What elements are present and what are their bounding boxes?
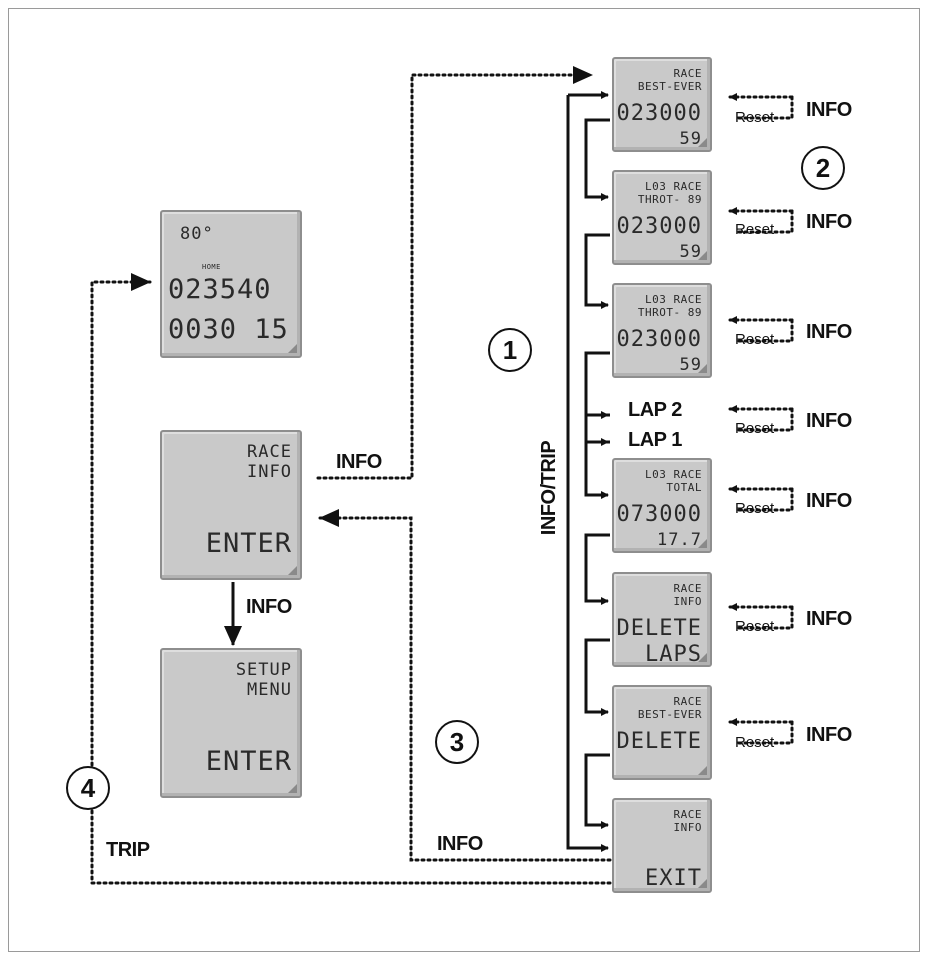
trip-label: TRIP bbox=[106, 839, 150, 861]
temperature-readout: 80° bbox=[180, 224, 214, 244]
setup-line1: SETUP bbox=[235, 660, 292, 680]
diagram-frame bbox=[8, 8, 920, 952]
race-screen-delete-laps: RACE INFO DELETE LAPS bbox=[612, 572, 712, 667]
setup-menu-screen: SETUP MENU ENTER bbox=[160, 648, 302, 798]
info-reset-label-2: INFO bbox=[806, 211, 852, 233]
race-screen-line1: L03 RACE bbox=[645, 468, 702, 481]
step-3-circle: 3 bbox=[435, 720, 479, 764]
race-info-line2: INFO bbox=[247, 462, 292, 482]
reset-label-7: Reset bbox=[735, 734, 775, 751]
race-screen-best-ever: RACE BEST-EVER 023000 59 bbox=[612, 57, 712, 152]
race-info-line1: RACE bbox=[247, 442, 292, 462]
race-info-screen: RACE INFO ENTER bbox=[160, 430, 302, 580]
home-indicator: HOME bbox=[202, 263, 221, 271]
race-screen-value: 023000 bbox=[616, 327, 702, 352]
info-label-setup: INFO bbox=[246, 596, 292, 618]
info-label-top: INFO bbox=[336, 451, 382, 473]
info-reset-label-3: INFO bbox=[806, 321, 852, 343]
race-screen-line1: L03 RACE bbox=[645, 293, 702, 306]
race-screen-value: 023000 bbox=[616, 214, 702, 239]
race-screen-line1: RACE bbox=[673, 695, 702, 708]
lap1-label: LAP 1 bbox=[628, 429, 682, 451]
race-screen-sub: 59 bbox=[679, 242, 702, 262]
race-screen-exit: RACE INFO EXIT bbox=[612, 798, 712, 893]
race-screen-sub: 59 bbox=[679, 129, 702, 149]
odometer-value: 023540 bbox=[168, 274, 272, 305]
race-screen-line1: RACE bbox=[673, 67, 702, 80]
race-screen-delete-best: RACE BEST-EVER DELETE bbox=[612, 685, 712, 780]
race-screen-line2: THROT- 89 bbox=[637, 306, 702, 319]
race-screen-throttle-1: L03 RACE THROT- 89 023000 59 bbox=[612, 170, 712, 265]
trip-value: 0030 15 bbox=[168, 314, 289, 345]
info-reset-label-7: INFO bbox=[806, 724, 852, 746]
race-screen-value: DELETE bbox=[616, 616, 702, 641]
info-path-exit-return bbox=[318, 509, 612, 862]
info-reset-label-4: INFO bbox=[806, 410, 852, 432]
info-reset-label-5: INFO bbox=[806, 490, 852, 512]
race-screen-line1: RACE bbox=[673, 808, 702, 821]
race-screen-line2: THROT- 89 bbox=[637, 193, 702, 206]
info-reset-label-1: INFO bbox=[806, 99, 852, 121]
race-screen-value: 073000 bbox=[616, 502, 702, 527]
race-screen-exit-text: EXIT bbox=[645, 866, 702, 891]
race-screen-line1: RACE bbox=[673, 582, 702, 595]
step-1-circle: 1 bbox=[488, 328, 532, 372]
race-screen-line1: L03 RACE bbox=[645, 180, 702, 193]
trip-path-exit-home bbox=[90, 273, 612, 885]
setup-line2: MENU bbox=[247, 680, 292, 700]
reset-label-5: Reset bbox=[735, 500, 775, 517]
race-screen-line2: TOTAL bbox=[666, 481, 702, 494]
race-screen-line2: INFO bbox=[673, 595, 702, 608]
race-screen-value: 023000 bbox=[616, 101, 702, 126]
info-label-exit: INFO bbox=[437, 833, 483, 855]
lap2-label: LAP 2 bbox=[628, 399, 682, 421]
race-screen-sub: 59 bbox=[679, 355, 702, 375]
reset-label-4: Reset bbox=[735, 420, 775, 437]
info-trip-label: INFO/TRIP bbox=[538, 440, 560, 536]
info-path-to-best-ever bbox=[316, 66, 594, 480]
race-screen-line2: BEST-EVER bbox=[637, 80, 702, 93]
race-screen-sub: LAPS bbox=[645, 642, 702, 667]
info-reset-label-6: INFO bbox=[806, 608, 852, 630]
home-display-screen: 80° HOME 023540 0030 15 bbox=[160, 210, 302, 358]
race-screen-throttle-2: L03 RACE THROT- 89 023000 59 bbox=[612, 283, 712, 378]
reset-label-6: Reset bbox=[735, 618, 775, 635]
race-screen-sub: 17.7 bbox=[657, 530, 702, 550]
reset-label-1: Reset bbox=[735, 109, 775, 126]
race-screen-line2: INFO bbox=[673, 821, 702, 834]
reset-label-3: Reset bbox=[735, 331, 775, 348]
step-4-circle: 4 bbox=[66, 766, 110, 810]
race-screen-value: DELETE bbox=[616, 729, 702, 754]
race-info-enter: ENTER bbox=[205, 528, 292, 559]
setup-enter: ENTER bbox=[205, 746, 292, 777]
step-2-circle: 2 bbox=[801, 146, 845, 190]
race-screen-total: L03 RACE TOTAL 073000 17.7 bbox=[612, 458, 712, 553]
race-screen-line2: BEST-EVER bbox=[637, 708, 702, 721]
reset-label-2: Reset bbox=[735, 221, 775, 238]
info-trip-bus bbox=[566, 95, 609, 852]
